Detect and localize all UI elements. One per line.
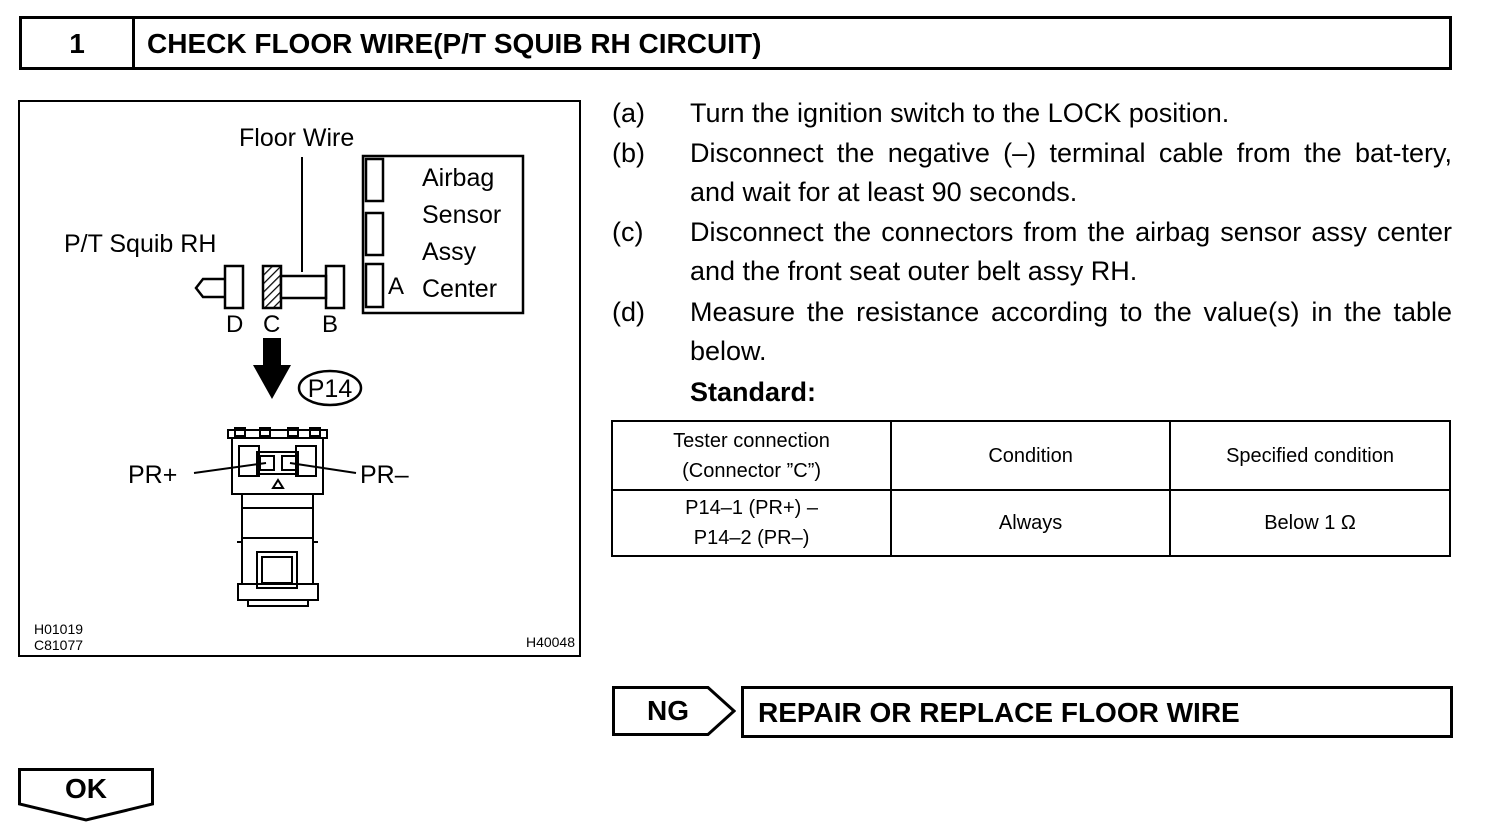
figure-code-3: H40048 (526, 634, 575, 650)
step-d-text: Measure the resistance according to the … (690, 297, 1452, 366)
table-header-cell: Tester connection (Connector ”C”) (610, 420, 893, 491)
sensor-label-line-2: Sensor (422, 201, 501, 229)
step-b-text: Disconnect the negative (–) terminal cab… (690, 138, 1452, 207)
connector-b (324, 264, 346, 310)
wiring-diagram: Floor Wire Airbag Sensor Assy Center A P… (18, 100, 581, 657)
pin-minus-label: PR– (360, 461, 409, 489)
airbag-sensor-box (361, 154, 525, 315)
step-a: (a) Turn the ignition switch to the LOCK… (612, 94, 1452, 133)
connector-id-label: P14 (308, 375, 353, 403)
table-cell-specified: Below 1 Ω (1169, 489, 1451, 557)
step-a-text: Turn the ignition switch to the LOCK pos… (690, 98, 1230, 128)
step-c-label: (c) (612, 217, 644, 247)
sensor-connector-2 (364, 211, 385, 257)
step-header: 1 CHECK FLOOR WIRE(P/T SQUIB RH CIRCUIT) (19, 16, 1452, 70)
connector-c (261, 264, 283, 310)
pin-plus-leader (193, 462, 267, 474)
header-line: (Connector ”C”) (682, 459, 822, 482)
ng-result-text: REPAIR OR REPLACE FLOOR WIRE (758, 697, 1240, 728)
ng-label: NG (647, 695, 689, 726)
connector-d-label: D (226, 311, 243, 338)
ng-result-box: REPAIR OR REPLACE FLOOR WIRE (741, 686, 1453, 738)
figure-code-2: C81077 (34, 637, 83, 653)
ok-arrow-shape (18, 768, 154, 822)
sensor-label-line-1: Airbag (422, 164, 494, 192)
squib-plug (194, 277, 225, 299)
sensor-connector-a (364, 262, 385, 309)
pin-plus-label: PR+ (128, 461, 177, 489)
table-row: P14–1 (PR+) – P14–2 (PR–) Always Below 1… (610, 489, 1451, 557)
sensor-label-line-4: Center (422, 275, 497, 303)
step-c: (c) Disconnect the connectors from the a… (612, 213, 1452, 291)
connector-id-ellipse (297, 369, 363, 407)
ng-arrow-shape (612, 686, 737, 736)
standard-table: Tester connection (Connector ”C”) Condit… (610, 420, 1451, 557)
connection-line: P14–1 (PR+) – (685, 497, 818, 519)
step-b: (b) Disconnect the negative (–) terminal… (612, 134, 1452, 212)
table-header-row: Tester connection (Connector ”C”) Condit… (610, 420, 1451, 491)
connector-face-drawing (227, 427, 328, 607)
header-line: Specified condition (1226, 444, 1394, 467)
connector-d (223, 264, 245, 310)
connection-line: P14–2 (PR–) (693, 527, 810, 549)
pt-squib-label: P/T Squib RH (64, 230, 216, 258)
down-arrow-icon (253, 338, 291, 399)
sensor-label-line-3: Assy (422, 238, 477, 266)
sensor-connector-1 (364, 157, 385, 203)
standard-label: Standard: (690, 377, 817, 407)
header-line: Condition (988, 444, 1073, 467)
connector-c-label: C (263, 311, 280, 338)
table-header-cell: Specified condition (1169, 420, 1451, 491)
ok-tag: OK (18, 768, 158, 822)
step-d: (d) Measure the resistance according to … (612, 293, 1452, 371)
step-a-label: (a) (612, 98, 645, 128)
step-c-text: Disconnect the connectors from the airba… (690, 217, 1452, 286)
connector-a-label: A (388, 273, 404, 300)
ok-label: OK (65, 773, 107, 804)
table-cell-condition: Always (890, 489, 1172, 557)
table-header-cell: Condition (890, 420, 1172, 491)
header-line: Tester connection (673, 429, 830, 452)
floor-wire-body (279, 274, 328, 300)
ng-tag: NG (612, 686, 737, 736)
floor-wire-label: Floor Wire (239, 124, 354, 152)
step-b-label: (b) (612, 138, 645, 168)
step-title: CHECK FLOOR WIRE(P/T SQUIB RH CIRCUIT) (147, 28, 762, 59)
pin-minus-leader (289, 462, 357, 474)
figure-code-1: H01019 (34, 621, 83, 637)
connector-b-label: B (322, 311, 338, 338)
diagram-svg: Floor Wire Airbag Sensor Assy Center A P… (34, 124, 575, 653)
step-d-label: (d) (612, 297, 645, 327)
step-number: 1 (22, 19, 135, 67)
table-cell-connection: P14–1 (PR+) – P14–2 (PR–) (610, 489, 893, 557)
